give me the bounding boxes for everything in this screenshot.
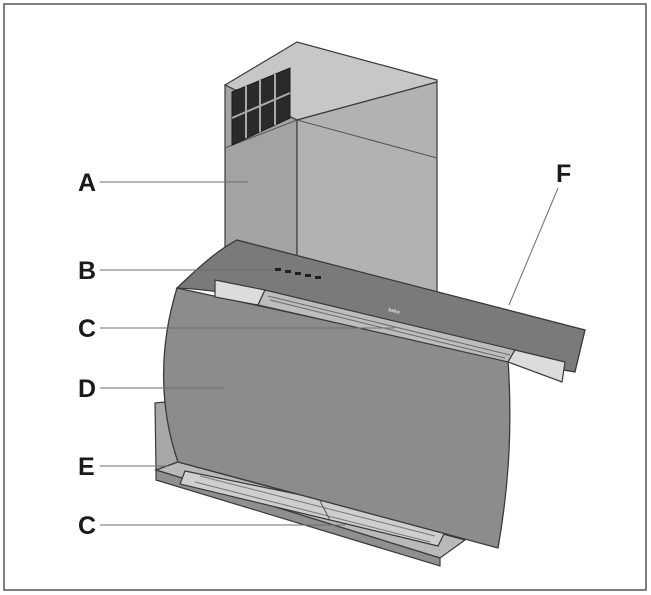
chimney <box>223 41 438 293</box>
glass-front-panel <box>162 287 511 549</box>
upper-filter-bar <box>214 279 566 383</box>
callout-c-bottom: C <box>78 512 96 540</box>
callout-f: F <box>556 160 571 188</box>
callout-a: A <box>78 169 96 197</box>
leader-lines <box>100 181 559 526</box>
callout-c-top: C <box>78 315 96 343</box>
callout-b: B <box>78 257 96 285</box>
leader-line-f <box>508 187 559 306</box>
callout-e: E <box>78 453 95 481</box>
figure-frame <box>3 3 647 591</box>
control-panel-buttons <box>275 268 321 279</box>
chimney-vent-grille <box>231 67 291 146</box>
filter-end-cap-right <box>507 349 566 383</box>
callout-d: D <box>78 375 96 403</box>
brand-logo: beko <box>388 307 401 316</box>
